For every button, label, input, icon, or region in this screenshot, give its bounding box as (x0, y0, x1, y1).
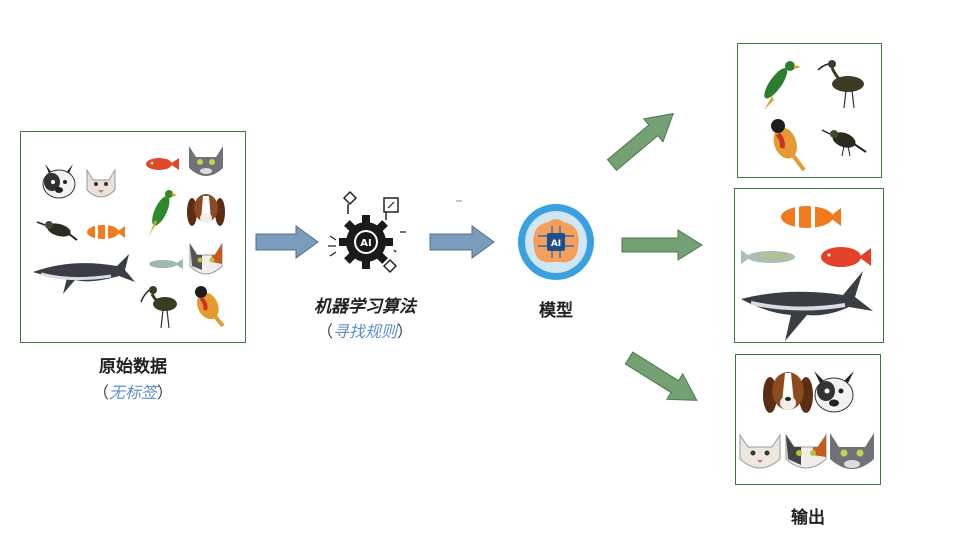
green-bird-icon (149, 190, 177, 236)
arrow-to-model (429, 225, 495, 259)
raw-data-paren-close: ） (157, 383, 174, 402)
red-fish-icon (821, 247, 871, 267)
silver-fish-icon (741, 250, 795, 264)
algorithm-paren-close: ） (397, 322, 414, 341)
bulldog-icon (814, 371, 854, 413)
algorithm-title: 机器学习算法 (314, 297, 416, 317)
gear-badge: AI (360, 238, 371, 249)
shark-icon (33, 254, 135, 294)
arrow-to-birds (606, 112, 675, 172)
clownfish-icon (781, 206, 841, 228)
raw-data-paren-open: （ (92, 383, 109, 402)
red-fish-icon (146, 158, 179, 170)
beagle-icon (763, 372, 813, 413)
green-bird-icon (764, 61, 801, 110)
mammals-cluster (739, 371, 874, 469)
raw-data-note: 无标签 (108, 383, 157, 402)
animal-collage-input (33, 146, 225, 329)
fish-cluster (741, 206, 873, 341)
model-title: 模型 (539, 301, 573, 321)
white-cat-icon (86, 168, 116, 198)
calico-cat-icon (189, 242, 223, 275)
gray-cat-icon (830, 433, 874, 469)
orange-bird-icon (771, 119, 806, 172)
ibis-icon (817, 60, 864, 109)
output-birds-box (737, 43, 882, 178)
orange-bird-icon (195, 286, 225, 328)
output-fish-box (734, 188, 884, 343)
shark-icon (741, 271, 873, 341)
sunbird-icon (821, 129, 867, 157)
bulldog-icon (42, 164, 76, 199)
raw-data-title: 原始数据 (99, 357, 167, 377)
brain-badge: AI (551, 239, 561, 249)
arrow-to-algorithm (255, 225, 319, 259)
beagle-icon (187, 194, 225, 226)
arrow-to-mammals (624, 351, 698, 401)
gray-cat-icon (189, 146, 223, 176)
algorithm-note: 寻找规则 (332, 322, 397, 341)
arrow-to-fish (621, 229, 703, 261)
algorithm-paren-open: （ (316, 322, 333, 341)
white-cat-icon (739, 433, 781, 469)
output-title: 输出 (791, 508, 825, 528)
clownfish-icon (87, 225, 125, 239)
ibis-icon (140, 286, 177, 329)
raw-data-box (20, 131, 246, 343)
output-mammals-box (735, 354, 881, 485)
sunbird-icon (36, 221, 78, 241)
calico-cat-icon (785, 433, 827, 469)
birds-cluster (764, 60, 867, 172)
ai-gear-icon (328, 190, 406, 274)
silver-fish-icon (149, 259, 183, 269)
brain-model-icon (518, 204, 594, 280)
